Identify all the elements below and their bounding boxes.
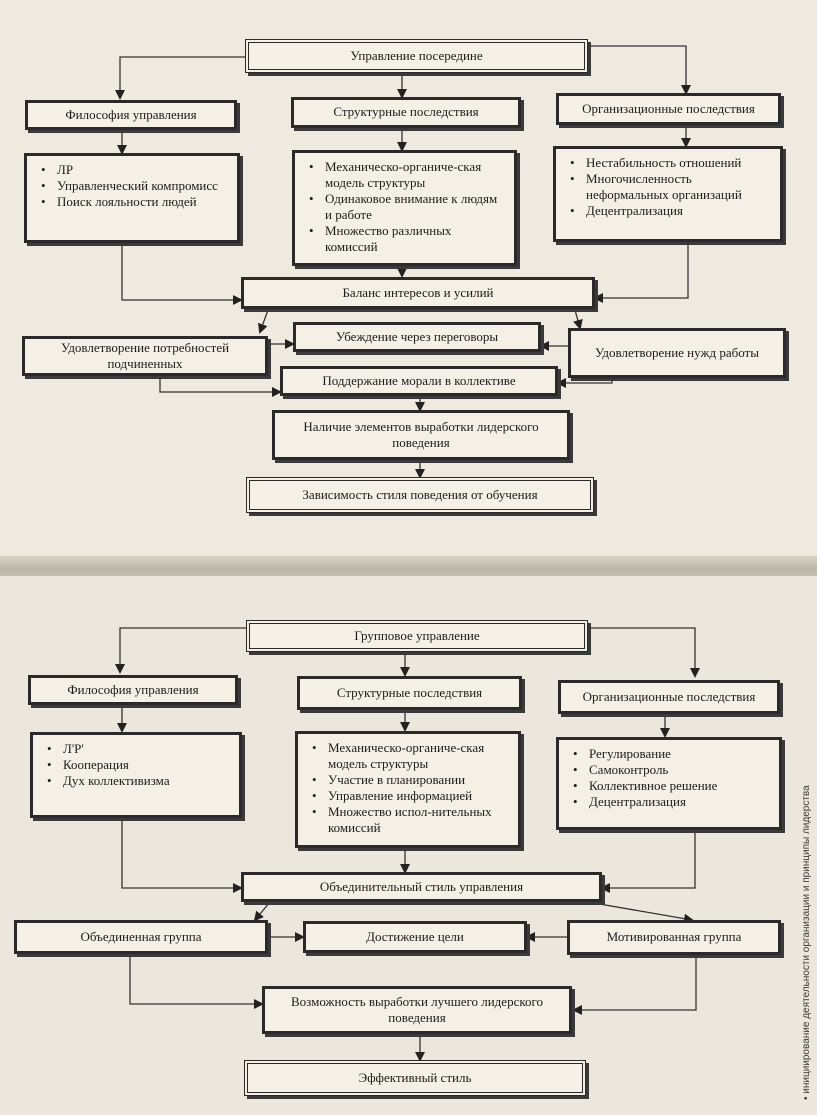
philosophy-label: Философия управления bbox=[65, 106, 197, 122]
philosophy-items-box: ЛР Управленческий компромисс Поиск лояль… bbox=[24, 153, 240, 243]
list-item: Механическо-органиче-ская модель структу… bbox=[312, 740, 510, 772]
list-item: Многочисленность неформальных организаци… bbox=[570, 171, 772, 203]
persuasion-box: Убеждение через переговоры bbox=[293, 322, 541, 352]
goal-box: Достижение цели bbox=[303, 921, 527, 953]
list-item: Одинаковое внимание к людям и работе bbox=[309, 191, 506, 223]
list-item: Поиск лояльности людей bbox=[41, 194, 229, 210]
list-item: Множество различных комиссий bbox=[309, 223, 506, 255]
motivated-group-label: Мотивированная группа bbox=[606, 929, 742, 945]
list-item: ЛР bbox=[41, 162, 229, 178]
subordinates-label: Удовлетворение потребностей подчиненных bbox=[60, 339, 230, 371]
persuasion-label: Убеждение через переговоры bbox=[335, 328, 499, 344]
philosophy-box: Философия управления bbox=[28, 675, 238, 705]
leadership-box: Наличие элементов выработки лидерского п… bbox=[272, 410, 570, 460]
best-leadership-box: Возможность выработки лучшего лидерского… bbox=[262, 986, 572, 1034]
morale-box: Поддержание морали в коллективе bbox=[280, 366, 558, 396]
root-box-top: Управление посередине bbox=[245, 39, 588, 73]
list-item: Управление информацией bbox=[312, 788, 510, 804]
structural-label: Структурные последствия bbox=[333, 104, 479, 120]
effective-style-box: Эффективный стиль bbox=[244, 1060, 586, 1096]
united-group-box: Объединенная группа bbox=[14, 920, 268, 954]
list-item: Кооперация bbox=[47, 757, 231, 773]
root-label: Управление посередине bbox=[350, 47, 483, 63]
philosophy-label: Философия управления bbox=[67, 681, 199, 697]
dependence-box: Зависимость стиля поведения от обучения bbox=[246, 477, 594, 513]
dependence-label: Зависимость стиля поведения от обучения bbox=[302, 486, 538, 502]
unifying-style-box: Объединительный стиль управления bbox=[241, 872, 602, 902]
organizational-box: Организационные последствия bbox=[558, 680, 780, 714]
side-caption: • инициирование деятельности организации… bbox=[801, 785, 812, 1100]
organizational-label: Организационные последствия bbox=[582, 100, 755, 116]
list-item: Нестабильность отношений bbox=[570, 155, 772, 171]
balance-box: Баланс интересов и усилий bbox=[241, 277, 595, 309]
morale-label: Поддержание морали в коллективе bbox=[322, 372, 516, 388]
work-needs-label: Удовлетворение нужд работы bbox=[595, 344, 759, 360]
philosophy-items-box: Л'Р' Кооперация Дух коллективизма bbox=[30, 732, 242, 818]
list-item: Самоконтроль bbox=[573, 762, 771, 778]
list-item: Децентрализация bbox=[570, 203, 772, 219]
structural-items-box: Механическо-органиче-ская модель структу… bbox=[295, 731, 521, 848]
best-leadership-label: Возможность выработки лучшего лидерского… bbox=[290, 993, 544, 1025]
united-group-label: Объединенная группа bbox=[80, 928, 202, 944]
root-label: Групповое управление bbox=[354, 627, 480, 643]
organizational-box: Организационные последствия bbox=[556, 93, 781, 125]
unifying-style-label: Объединительный стиль управления bbox=[319, 878, 524, 894]
effective-style-label: Эффективный стиль bbox=[358, 1069, 472, 1085]
subordinates-box: Удовлетворение потребностей подчиненных bbox=[22, 336, 268, 376]
structural-box: Структурные последствия bbox=[291, 97, 521, 128]
work-needs-box: Удовлетворение нужд работы bbox=[568, 328, 786, 378]
leadership-label: Наличие элементов выработки лидерского п… bbox=[303, 418, 539, 450]
list-item: Механическо-органиче-ская модель структу… bbox=[309, 159, 506, 191]
list-item: Участие в планировании bbox=[312, 772, 510, 788]
root-box-bottom: Групповое управление bbox=[246, 620, 588, 652]
structural-items-box: Механическо-органиче-ская модель структу… bbox=[292, 150, 517, 266]
list-item: Дух коллективизма bbox=[47, 773, 231, 789]
list-item: Регулирование bbox=[573, 746, 771, 762]
structural-label: Структурные последствия bbox=[336, 684, 483, 700]
balance-label: Баланс интересов и усилий bbox=[342, 284, 494, 300]
goal-label: Достижение цели bbox=[366, 928, 464, 944]
organizational-items-box: Нестабильность отношений Многочисленност… bbox=[553, 146, 783, 242]
list-item: Коллективное решение bbox=[573, 778, 771, 794]
structural-box: Структурные последствия bbox=[297, 676, 522, 710]
list-item: Управленческий компромисс bbox=[41, 178, 229, 194]
list-item: Множество испол-нительных комиссий bbox=[312, 804, 510, 836]
organizational-label: Организационные последствия bbox=[582, 688, 756, 704]
list-item: Децентрализация bbox=[573, 794, 771, 810]
motivated-group-box: Мотивированная группа bbox=[567, 920, 781, 955]
philosophy-box: Философия управления bbox=[25, 100, 237, 130]
list-item: Л'Р' bbox=[47, 741, 231, 757]
organizational-items-box: Регулирование Самоконтроль Коллективное … bbox=[556, 737, 782, 830]
